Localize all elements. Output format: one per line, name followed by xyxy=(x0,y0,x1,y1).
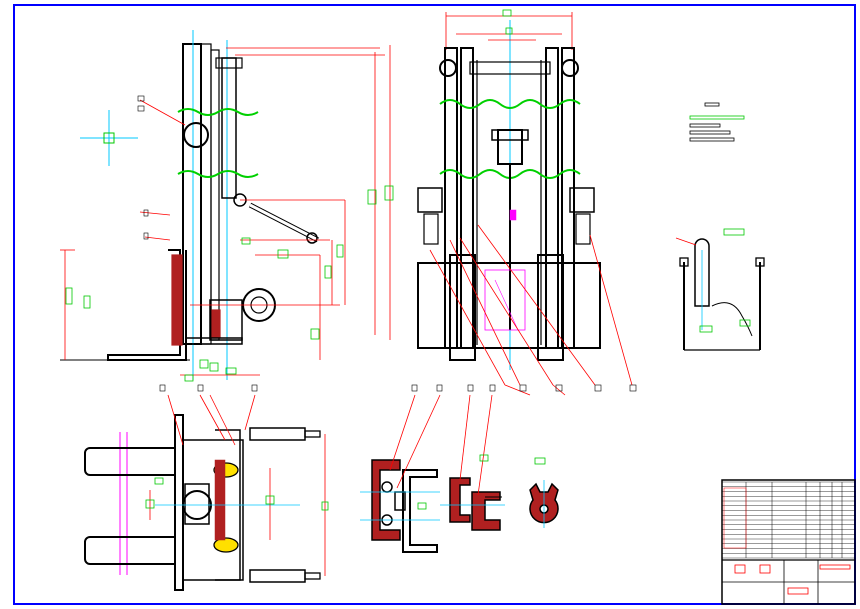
right-detail-view xyxy=(675,228,765,351)
side-view xyxy=(60,30,394,382)
bom-table xyxy=(722,481,855,559)
front-view xyxy=(417,9,637,396)
section-details xyxy=(360,384,559,553)
sheet-border xyxy=(13,4,856,605)
title-block xyxy=(721,479,856,605)
crosshair-marker xyxy=(80,110,138,166)
tilt-cylinder xyxy=(233,193,320,244)
plan-view xyxy=(84,384,329,591)
notes-block xyxy=(689,102,745,142)
